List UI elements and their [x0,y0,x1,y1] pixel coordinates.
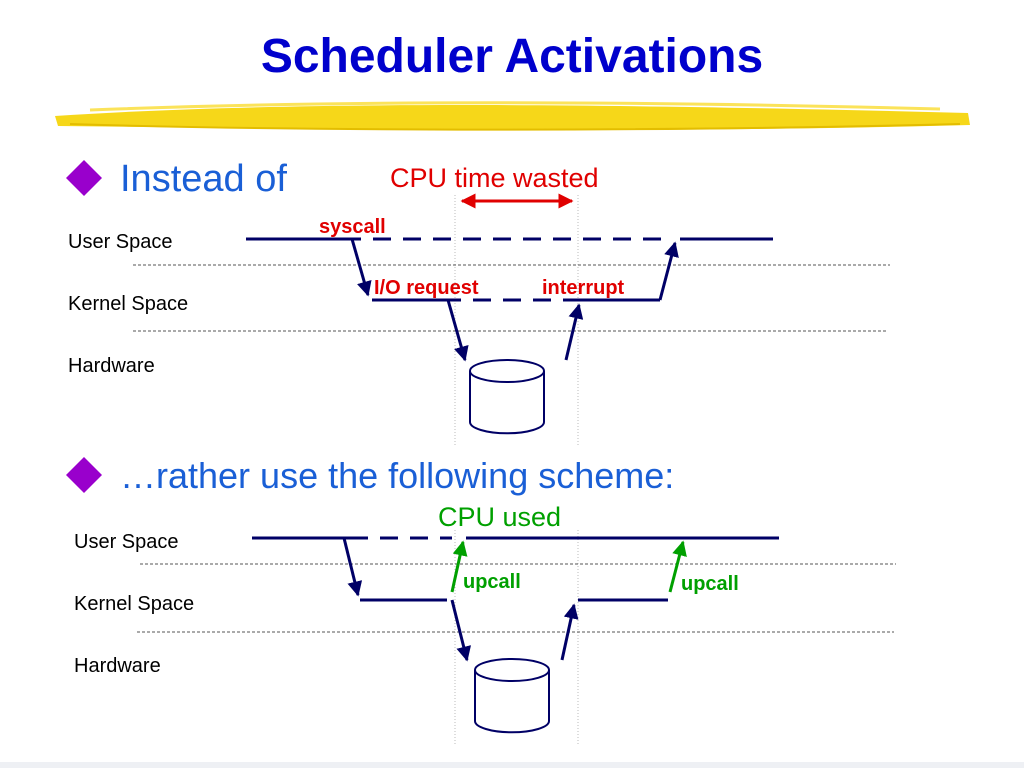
upcall-arrow-left [450,540,468,593]
layer-label-hardware-bottom: Hardware [74,655,161,677]
io-request-arrow [450,599,472,662]
interrupt-arrow [560,603,579,661]
layer-label-hardware-top: Hardware [68,355,155,377]
cpu-time-wasted-label: CPU time wasted [390,163,599,193]
disk-cylinder-icon [469,359,545,435]
io-request-arrow [446,299,469,362]
cpu-used-label: CPU used [438,502,561,532]
layer-label-user-space-top: User Space [68,231,173,253]
bullet-instead-of: Instead of [66,158,287,200]
syscall-arrow [350,238,372,297]
bullet-rather-use-text: …rather use the following scheme: [120,455,674,496]
disk-cylinder-icon [474,658,550,734]
diamond-bullet-icon [66,160,102,196]
syscall-arrow [342,537,363,597]
upcall-arrow-right [668,540,687,593]
upcall-label-left: upcall [463,571,521,593]
layer-label-user-space-bottom: User Space [74,531,179,553]
slide-title: Scheduler Activations [261,30,763,83]
diamond-bullet-icon [66,457,102,493]
upcall-label-right: upcall [681,573,739,595]
syscall-label: syscall [319,216,386,238]
bullet-rather-use: …rather use the following scheme: [66,455,674,496]
layer-label-kernel-space-top: Kernel Space [68,293,188,315]
return-to-user-arrow [658,241,679,301]
layer-label-kernel-space-bottom: Kernel Space [74,593,194,615]
bottom-strip [0,762,1024,768]
bullet-instead-of-text: Instead of [120,158,287,200]
interrupt-label: interrupt [542,277,625,299]
interrupt-arrow [564,303,584,361]
io-request-label: I/O request [374,277,479,299]
highlighter-stroke-icon [55,101,970,131]
